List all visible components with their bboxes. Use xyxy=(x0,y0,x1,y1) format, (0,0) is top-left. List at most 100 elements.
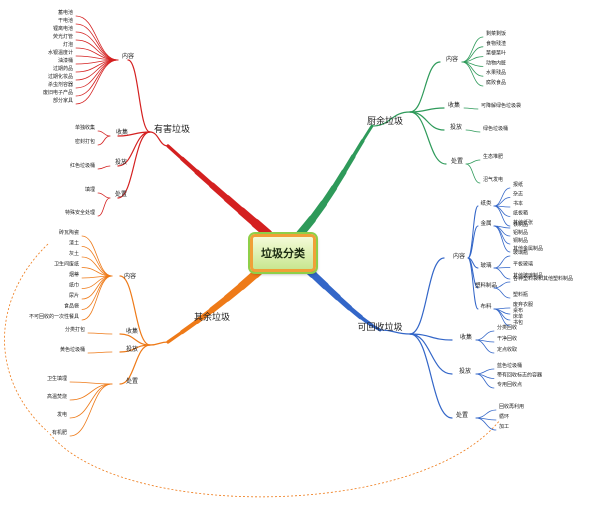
other-content-item-7[interactable]: 食品袋 xyxy=(64,303,79,310)
hazardous-content-item-7[interactable]: 过期药品 xyxy=(53,65,73,72)
recyclable-subgroup-1-item-0[interactable]: 铁制品 xyxy=(513,221,528,228)
hazardous-collect-label[interactable]: 收集 xyxy=(116,128,128,136)
recyclable-subgroup-4-item-3[interactable]: 书包 xyxy=(513,319,523,326)
recyclable-collect-item-0[interactable]: 分类回收 xyxy=(497,324,517,331)
hazardous-content-item-1[interactable]: 干电池 xyxy=(58,17,73,24)
recyclable-collect-label[interactable]: 收集 xyxy=(460,333,472,341)
kitchen-content-item-2[interactable]: 菜梗菜叶 xyxy=(486,50,506,57)
kitchen-dispose-item-0[interactable]: 绿色垃圾桶 xyxy=(483,125,508,132)
recyclable-subgroup-4-label[interactable]: 布料 xyxy=(480,302,492,310)
other-content-item-3[interactable]: 卫生间废纸 xyxy=(54,261,79,268)
center-topic[interactable]: 垃圾分类 xyxy=(250,234,316,272)
recyclable-subgroup-0-item-1[interactable]: 杂志 xyxy=(513,191,523,198)
recyclable-subgroup-2-item-1[interactable]: 平板玻璃 xyxy=(513,261,533,268)
hazardous-content-item-5[interactable]: 水银温度计 xyxy=(48,49,73,56)
kitchen-process-label[interactable]: 处置 xyxy=(451,157,463,165)
kitchen-content-item-3[interactable]: 动物内脏 xyxy=(486,59,506,66)
other-process-item-2[interactable]: 发电 xyxy=(57,411,67,418)
hazardous-main-branch xyxy=(208,182,231,202)
recyclable-subgroup-3-label[interactable]: 塑料制品 xyxy=(475,281,498,289)
recyclable-subgroup-1-label[interactable]: 金属 xyxy=(480,219,491,227)
other-content-item-0[interactable]: 砖瓦陶瓷 xyxy=(59,229,79,236)
recyclable-subgroup-2-label[interactable]: 玻璃 xyxy=(480,261,492,269)
other-content-item-1[interactable]: 渣土 xyxy=(69,240,79,247)
hazardous-process-item-1[interactable]: 特殊安全处理 xyxy=(65,209,95,216)
other-content-item-2[interactable]: 灰土 xyxy=(69,250,79,257)
hazardous-content-item-9[interactable]: 杀虫剂容器 xyxy=(48,81,73,88)
kitchen-branch-label[interactable]: 厨余垃圾 xyxy=(367,115,403,127)
other-content-item-4[interactable]: 烟蒂 xyxy=(69,271,79,278)
other-collect-item-0[interactable]: 分类打包 xyxy=(65,326,85,333)
hazardous-collect-item-0[interactable]: 单独收集 xyxy=(75,124,95,131)
hazardous-process-label[interactable]: 处置 xyxy=(115,190,127,198)
other-dispose-item-0[interactable]: 黄色垃圾桶 xyxy=(60,346,85,353)
recyclable-branch-label[interactable]: 可回收垃圾 xyxy=(357,321,402,333)
hazardous-dispose-item-0[interactable]: 红色垃圾桶 xyxy=(70,162,95,169)
recyclable-subgroup-2-item-2[interactable]: 其他玻璃制品 xyxy=(513,272,543,279)
other-content-item-6[interactable]: 尿片 xyxy=(69,292,79,299)
kitchen-collect-label[interactable]: 收集 xyxy=(448,101,460,109)
recyclable-dispose-item-2[interactable]: 专用回收点 xyxy=(497,381,522,388)
recyclable-subgroup-0-label[interactable]: 纸类 xyxy=(480,199,492,207)
hazardous-label-link xyxy=(149,131,169,147)
hazardous-content-item-6[interactable]: 油漆桶 xyxy=(58,57,73,64)
other-process-item-3[interactable]: 有机肥 xyxy=(52,429,67,436)
other-process-item-1[interactable]: 高温焚烧 xyxy=(47,393,67,400)
hazardous-dispose-label[interactable]: 投放 xyxy=(115,158,127,166)
recyclable-dispose-item-0[interactable]: 蓝色垃圾桶 xyxy=(497,362,522,369)
other-process-item-0[interactable]: 卫生填埋 xyxy=(47,375,67,382)
hazardous-branch-label[interactable]: 有害垃圾 xyxy=(154,123,190,135)
hazardous-content-item-10[interactable]: 废旧电子产品 xyxy=(43,89,73,96)
recyclable-subgroup-4-item-0[interactable]: 废弃衣服 xyxy=(513,301,533,308)
recyclable-dispose-label[interactable]: 投放 xyxy=(459,367,471,375)
recyclable-content-label[interactable]: 内容 xyxy=(453,252,465,260)
kitchen-dispose-label[interactable]: 投放 xyxy=(450,123,462,131)
recyclable-process-label[interactable]: 处置 xyxy=(456,411,468,419)
recyclable-subgroup-0-item-4[interactable]: 其他纸张 xyxy=(513,219,533,226)
kitchen-content-item-5[interactable]: 腐败食品 xyxy=(486,79,506,86)
recyclable-subgroup-1-item-2[interactable]: 铜制品 xyxy=(513,237,528,244)
other-branch-label[interactable]: 其余垃圾 xyxy=(194,311,230,323)
kitchen-content-item-0[interactable]: 剩菜剩饭 xyxy=(486,30,506,37)
recyclable-subgroup-4-item-1[interactable]: 桌布 xyxy=(513,307,523,314)
other-content-item-8[interactable]: 不可回收的一次性餐具 xyxy=(29,313,79,320)
recyclable-subgroup-0-item-0[interactable]: 报纸 xyxy=(513,181,523,188)
kitchen-process-item-0[interactable]: 生态堆肥 xyxy=(483,153,503,160)
recyclable-process-item-2[interactable]: 加工 xyxy=(499,423,509,430)
hazardous-content-item-4[interactable]: 灯泡 xyxy=(63,41,73,48)
recyclable-collect-item-2[interactable]: 定点收取 xyxy=(497,346,517,353)
kitchen-process-item-1[interactable]: 沼气发电 xyxy=(483,176,503,183)
recyclable-subgroup-2-item-0[interactable]: 玻璃瓶 xyxy=(513,249,528,256)
recyclable-subgroup-1-item-3[interactable]: 其他金属制品 xyxy=(513,245,543,252)
hazardous-content-label[interactable]: 内容 xyxy=(122,52,134,60)
recyclable-main-branch xyxy=(347,305,363,320)
recyclable-process-item-1[interactable]: 循环 xyxy=(499,413,509,420)
kitchen-collect-item-0[interactable]: 可降解绿色垃圾袋 xyxy=(481,102,521,109)
hazardous-main-branch xyxy=(166,144,184,161)
kitchen-content-item-1[interactable]: 食物残渣 xyxy=(486,40,506,47)
hazardous-content-item-8[interactable]: 过期化妆品 xyxy=(48,73,73,80)
other-collect-label[interactable]: 收集 xyxy=(126,327,138,335)
kitchen-main-branch xyxy=(351,139,365,159)
other-content-item-5[interactable]: 纸巾 xyxy=(69,282,79,289)
hazardous-content-item-3[interactable]: 荧光灯管 xyxy=(53,33,73,40)
hazardous-content-item-0[interactable]: 蓄电池 xyxy=(58,9,73,16)
recyclable-process-item-0[interactable]: 回收再利用 xyxy=(499,403,524,410)
other-process-label[interactable]: 处置 xyxy=(126,377,138,385)
recyclable-dispose-item-1[interactable]: 带有回收标志的容器 xyxy=(497,372,542,379)
kitchen-content-item-4[interactable]: 水果残品 xyxy=(486,69,506,76)
hazardous-content-item-2[interactable]: 锂离电池 xyxy=(53,25,73,32)
kitchen-content-label[interactable]: 内容 xyxy=(446,55,458,63)
recyclable-subgroup-3-item-0[interactable]: 各种塑料袋和其他塑料制品 xyxy=(513,275,573,282)
hazardous-process-item-0[interactable]: 填埋 xyxy=(85,186,95,193)
other-dispose-label[interactable]: 投放 xyxy=(126,345,138,353)
recyclable-subgroup-0-item-3[interactable]: 纸板箱 xyxy=(513,210,528,217)
hazardous-content-item-11[interactable]: 部分家具 xyxy=(53,97,73,104)
recyclable-subgroup-0-item-2[interactable]: 书本 xyxy=(513,200,523,207)
recyclable-collect-item-1[interactable]: 干净回收 xyxy=(497,335,517,342)
recyclable-subgroup-1-item-1[interactable]: 铝制品 xyxy=(513,229,528,236)
other-content-label[interactable]: 内容 xyxy=(124,272,136,280)
recyclable-subgroup-4-item-2[interactable]: 床单 xyxy=(513,313,523,320)
recyclable-subgroup-3-item-1[interactable]: 塑料瓶 xyxy=(513,291,528,298)
hazardous-collect-item-1[interactable]: 密封打包 xyxy=(75,138,95,145)
